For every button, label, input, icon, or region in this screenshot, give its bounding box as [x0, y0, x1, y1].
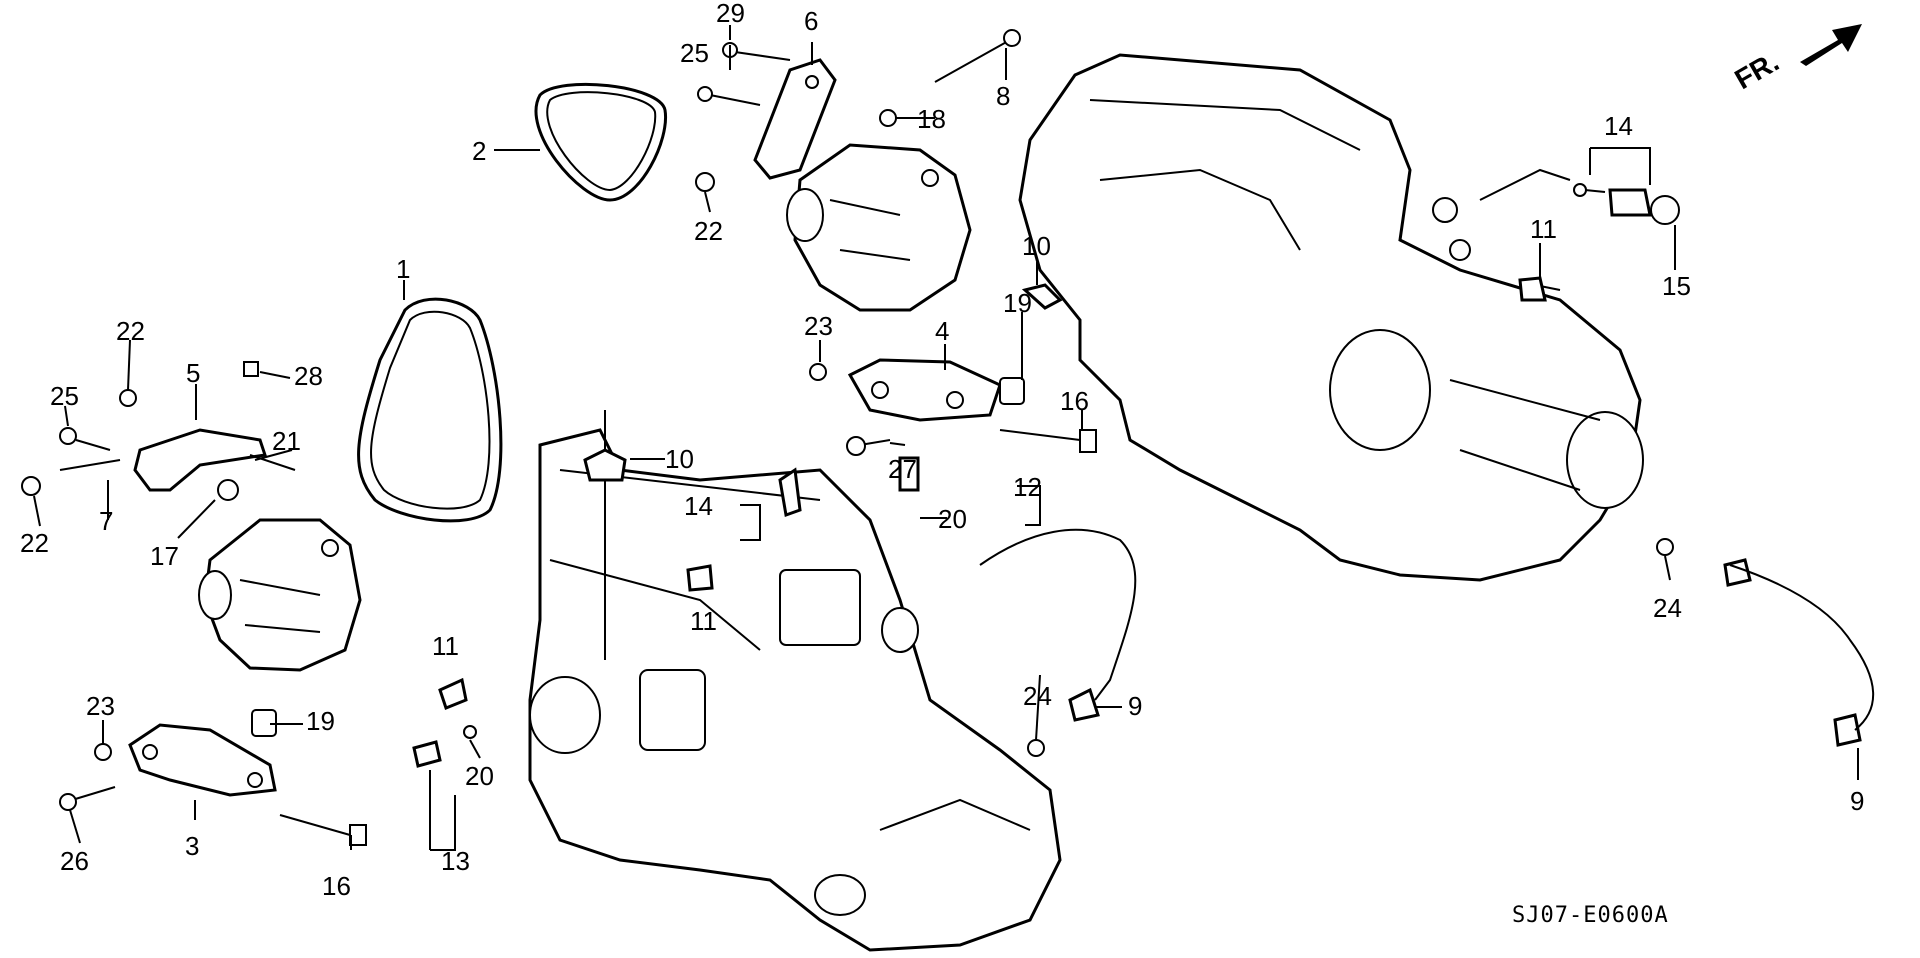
front-direction-label: FR.	[1730, 46, 1785, 95]
belt-small	[534, 82, 668, 202]
callout-19-center: 19	[1003, 288, 1032, 318]
callout-9-left: 9	[1128, 691, 1142, 721]
callout-13: 13	[441, 846, 470, 876]
callout-26: 26	[60, 846, 89, 876]
callout-14-right: 14	[1604, 111, 1633, 141]
bracket-4	[847, 358, 1002, 422]
callout-16-left: 16	[322, 871, 351, 901]
callout-23-center: 23	[804, 311, 833, 341]
callout-22-upper-left: 22	[116, 316, 145, 346]
transmission-housing-upper	[1018, 53, 1644, 582]
callout-24-right: 24	[1653, 593, 1682, 623]
alternator-upper	[786, 143, 972, 312]
callouts: 1 2 3 4 5 6 7 8 9 9 10 10 11 11 11 12 13…	[20, 0, 1864, 901]
callout-6: 6	[804, 6, 818, 36]
callout-25-upper: 25	[680, 38, 709, 68]
callout-20-center: 20	[938, 504, 967, 534]
callout-11-right: 11	[1530, 214, 1557, 244]
leader-lines	[33, 25, 1859, 851]
callout-18: 18	[917, 104, 946, 134]
callout-17: 17	[150, 541, 179, 571]
alternator-lower	[198, 518, 362, 672]
bracket-6	[753, 58, 837, 180]
callout-22-center: 22	[694, 216, 723, 246]
bracket-3	[128, 723, 277, 797]
callout-16-center: 16	[1060, 386, 1089, 416]
callout-28: 28	[294, 361, 323, 391]
callout-3: 3	[185, 831, 199, 861]
callout-14-center: 14	[684, 491, 713, 521]
front-arrow-icon	[1800, 24, 1862, 66]
bracket-5	[133, 428, 267, 492]
callout-25-left: 25	[50, 381, 79, 411]
callout-7: 7	[99, 506, 113, 536]
front-direction-indicator: FR.	[1730, 24, 1862, 95]
callout-11-left: 11	[432, 631, 459, 661]
callout-4: 4	[935, 316, 949, 346]
callout-15: 15	[1662, 271, 1691, 301]
callout-29: 29	[716, 0, 745, 28]
callout-10-lower: 10	[665, 444, 694, 474]
callout-1: 1	[396, 254, 410, 284]
callout-27: 27	[888, 454, 917, 484]
callout-24-center: 24	[1023, 681, 1052, 711]
callout-5: 5	[186, 358, 200, 388]
callout-8: 8	[996, 81, 1010, 111]
callout-9-right: 9	[1850, 786, 1864, 816]
callout-12: 12	[1013, 472, 1042, 502]
hardware	[21, 29, 1674, 846]
transmission-housing-lower	[528, 428, 1062, 952]
callout-20-left: 20	[465, 761, 494, 791]
belt-large	[357, 297, 503, 523]
drawing-code: SJ07-E0600A	[1512, 903, 1669, 928]
callout-22-left: 22	[20, 528, 49, 558]
callout-23-left: 23	[86, 691, 115, 721]
cables	[979, 528, 1875, 731]
callout-19-left: 19	[306, 706, 335, 736]
callout-2: 2	[472, 136, 486, 166]
callout-11-center: 11	[690, 606, 717, 636]
callout-21: 21	[272, 426, 301, 456]
callout-10-upper: 10	[1022, 231, 1051, 261]
